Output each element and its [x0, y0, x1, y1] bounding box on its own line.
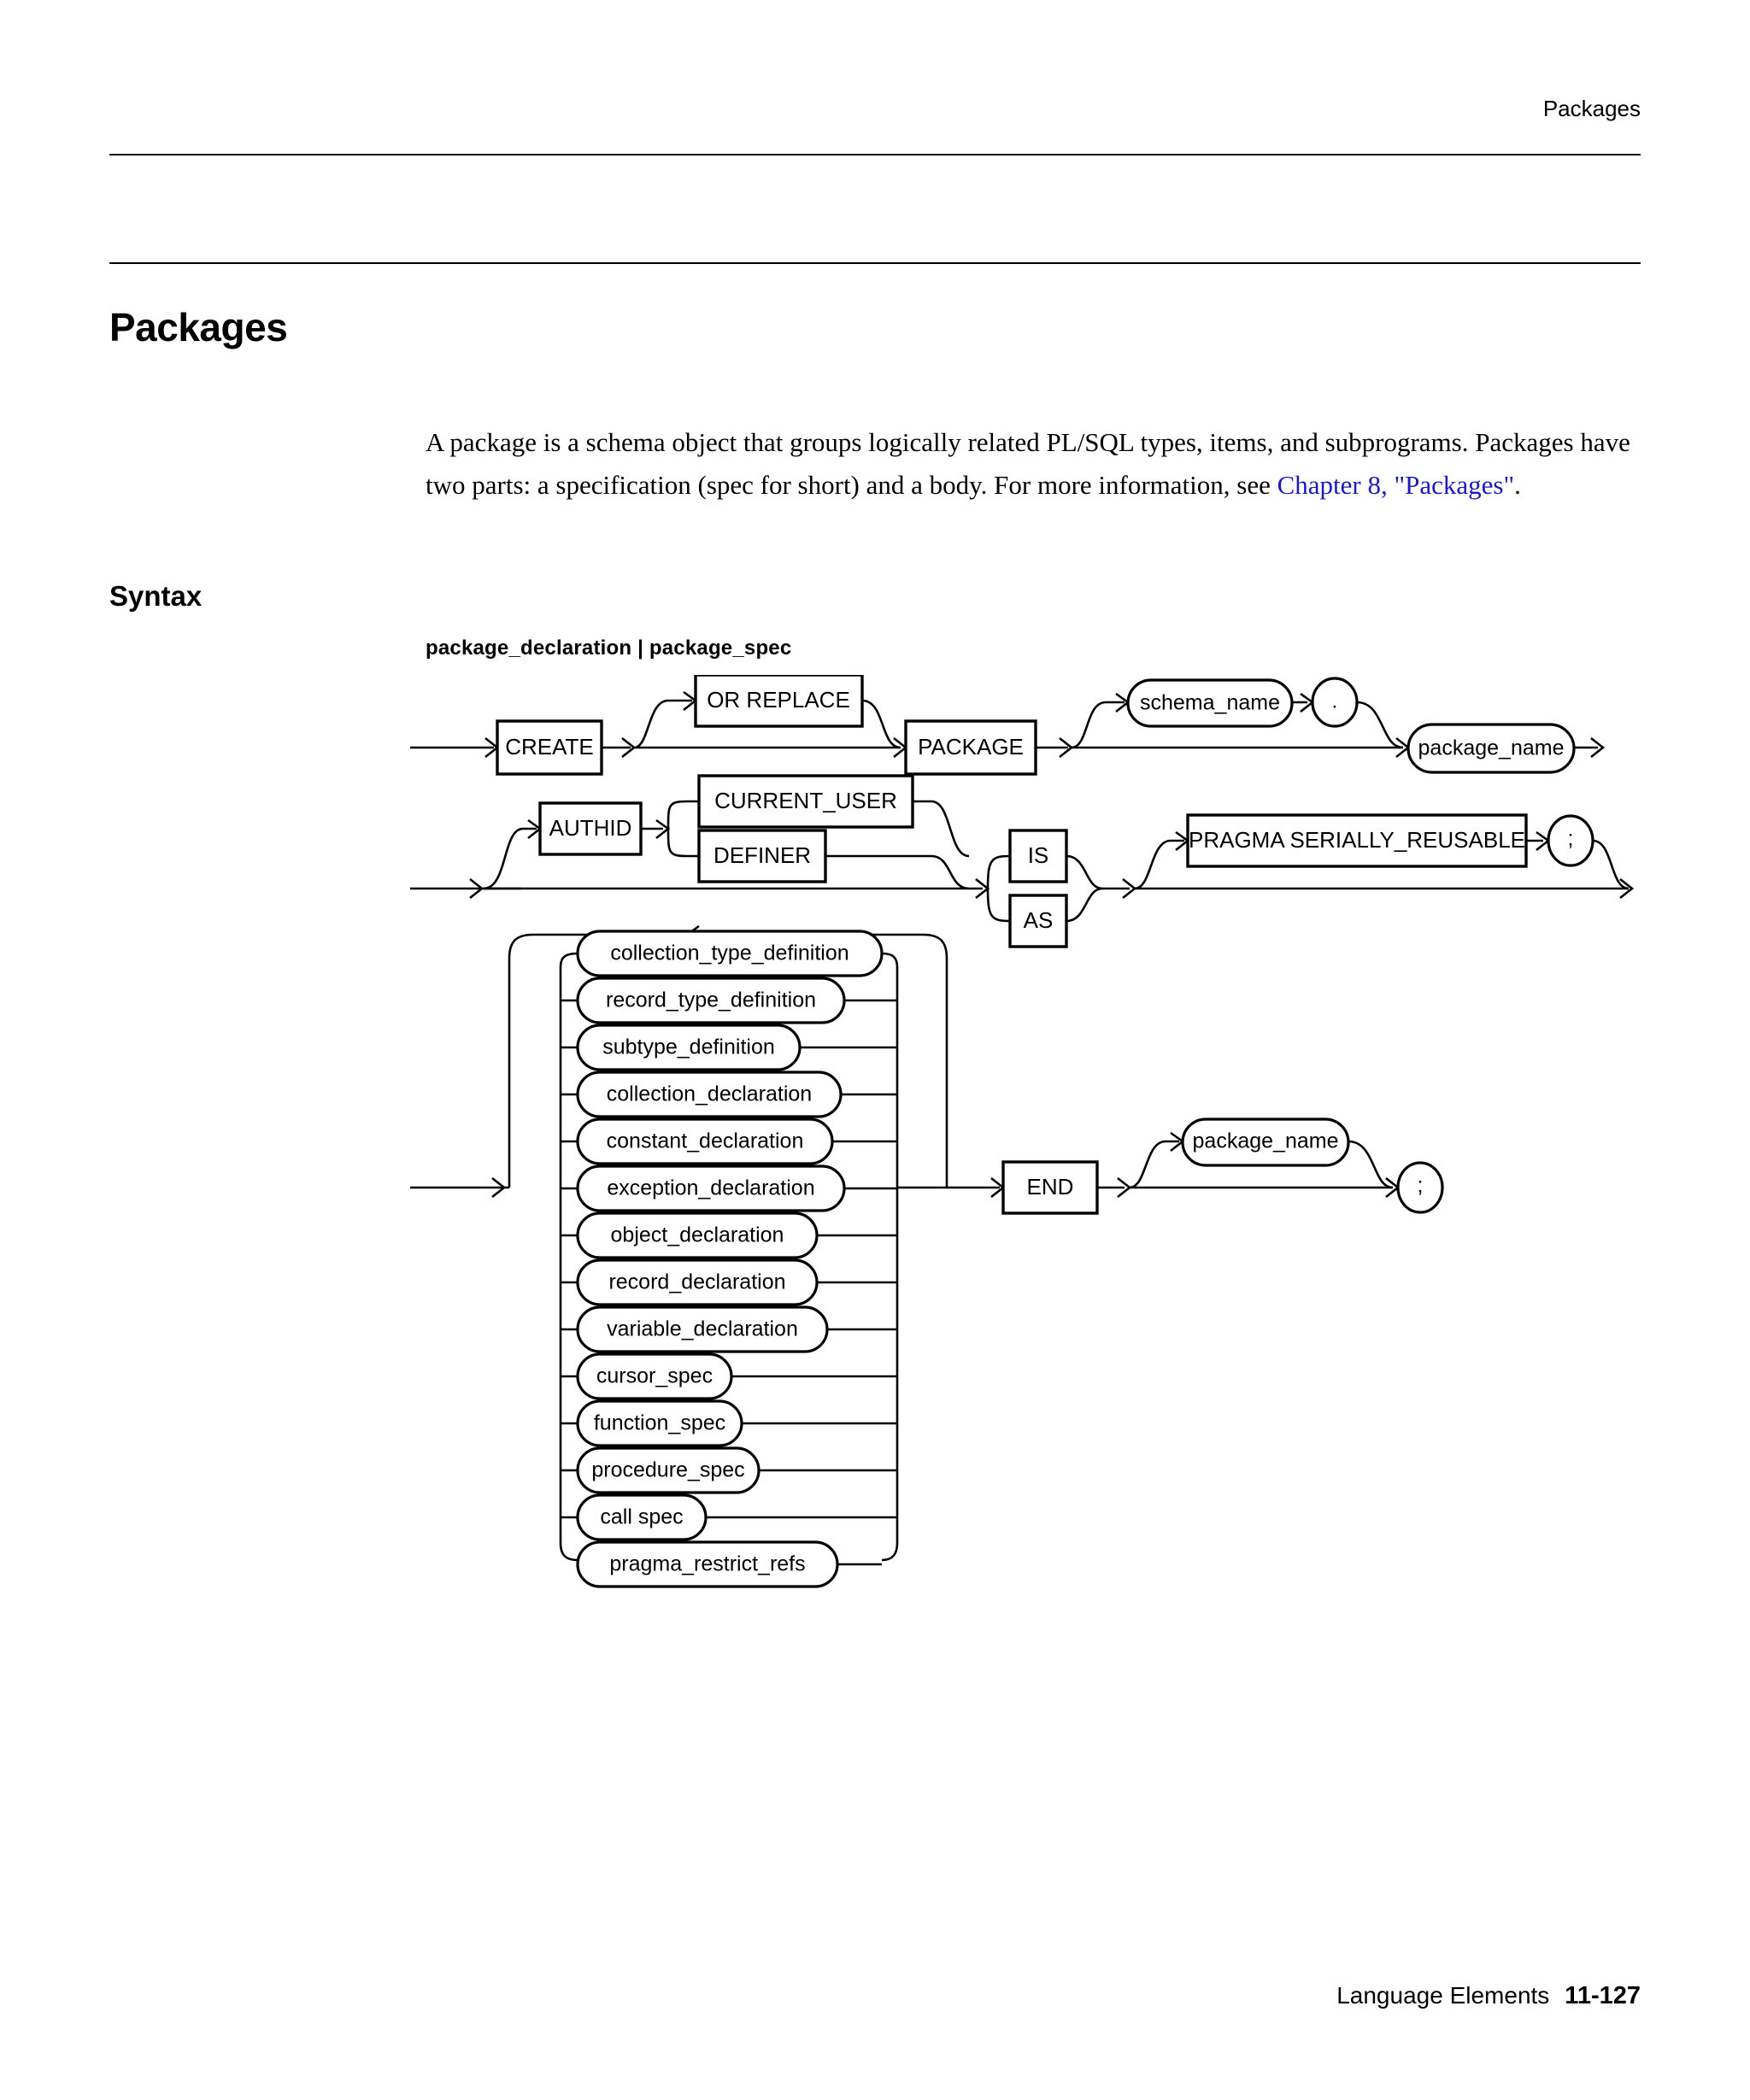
token-package-name-row3-label: package_name: [1193, 1129, 1339, 1153]
item-procedure-spec-label: procedure_spec: [591, 1458, 744, 1482]
page-footer: Language Elements 11-127: [109, 1982, 1641, 2010]
railroad-diagram: CREATE OR REPLACE PACKAGE schema_name . …: [402, 675, 1641, 1862]
item-subtype-definition-label: subtype_definition: [602, 1035, 775, 1059]
item-collection-type-definition: [576, 930, 884, 977]
token-pragma-serially-reusable-label: PRAGMA SERIALLY_REUSABLE: [1189, 827, 1525, 853]
token-authid-label: AUTHID: [549, 815, 632, 841]
token-package: [904, 719, 1037, 776]
token-semicolon-row3: [1396, 1161, 1444, 1214]
item-collection-type-definition-label: collection_type_definition: [610, 941, 849, 965]
item-record-type-definition-label: record_type_definition: [606, 988, 816, 1012]
token-pragma-serially-reusable: [1186, 813, 1528, 868]
item-object-declaration-label: object_declaration: [611, 1223, 784, 1247]
token-dot-label: .: [1332, 689, 1338, 713]
token-current-user-label: CURRENT_USER: [714, 788, 897, 813]
token-is: [1008, 829, 1068, 883]
item-exception-declaration-label: exception_declaration: [607, 1176, 814, 1200]
token-authid: [538, 801, 643, 856]
token-create-label: CREATE: [505, 734, 594, 760]
footer-book-section: Language Elements: [1336, 1982, 1550, 2009]
running-header: Packages: [1542, 96, 1641, 121]
page-title: Packages: [109, 304, 288, 349]
token-package-name-row1-label: package_name: [1418, 736, 1565, 760]
item-function-spec-label: function_spec: [594, 1411, 725, 1435]
paragraph-text-tail: .: [1514, 470, 1521, 500]
token-semicolon-row3-label: ;: [1418, 1174, 1424, 1198]
item-cursor-spec-label: cursor_spec: [596, 1364, 713, 1388]
token-definer-label: DEFINER: [714, 842, 811, 868]
token-package-label: PACKAGE: [918, 734, 1024, 760]
token-as: [1008, 894, 1068, 948]
item-pragma-restrict-refs-label: pragma_restrict_refs: [609, 1552, 805, 1576]
item-constant-declaration-label: constant_declaration: [607, 1129, 804, 1153]
syntax-heading: Syntax: [109, 580, 203, 613]
item-record-declaration-label: record_declaration: [608, 1270, 785, 1294]
token-create: [496, 719, 603, 776]
token-current-user: [697, 774, 914, 829]
section-divider-rule: [109, 262, 1641, 264]
token-as-label: AS: [1024, 907, 1054, 933]
footer-page-number: 11-127: [1565, 1982, 1641, 2009]
token-schema-name-label: schema_name: [1140, 691, 1280, 715]
item-collection-declaration-label: collection_declaration: [607, 1082, 812, 1106]
paragraph-text-lead: A package is a schema object that groups…: [426, 427, 1630, 500]
token-end-label: END: [1027, 1174, 1074, 1200]
header-divider-rule: [109, 154, 1641, 155]
item-call-spec-label: call spec: [600, 1505, 683, 1529]
token-is-label: IS: [1028, 842, 1049, 868]
diagram-caption: package_declaration | package_spec: [426, 636, 792, 660]
intro-paragraph: A package is a schema object that groups…: [426, 421, 1647, 507]
chapter-8-packages-link[interactable]: Chapter 8, "Packages": [1277, 470, 1515, 500]
token-or-replace-label: OR REPLACE: [707, 687, 850, 713]
token-semicolon-row2-label: ;: [1568, 827, 1574, 851]
token-definer: [697, 829, 827, 883]
item-variable-declaration-label: variable_declaration: [607, 1317, 798, 1341]
